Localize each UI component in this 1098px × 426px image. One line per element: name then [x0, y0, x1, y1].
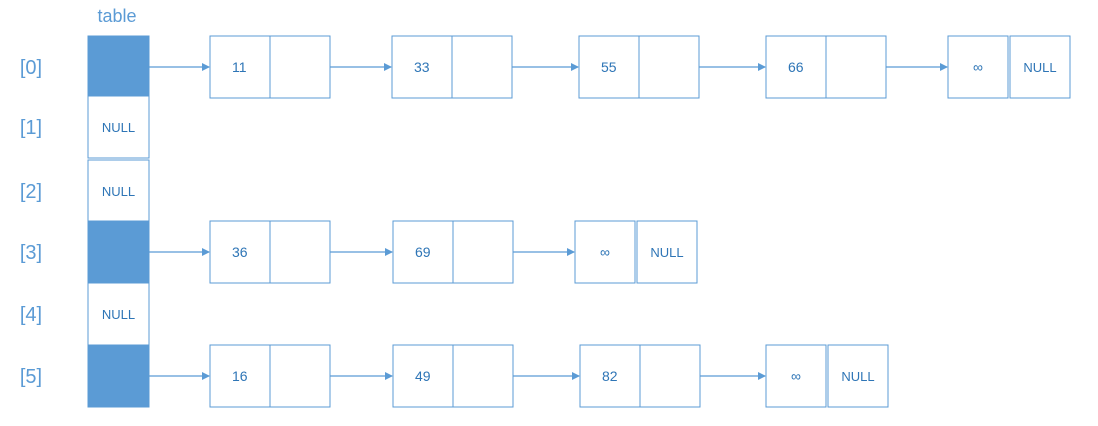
node-value: 66	[788, 59, 804, 75]
node-next-cell	[638, 35, 700, 99]
node-value: ∞	[600, 244, 610, 260]
table-slot-pointer	[87, 35, 150, 99]
node-value: 11	[232, 59, 247, 75]
row-index-label: [4]	[20, 304, 42, 326]
node-next-cell	[639, 344, 701, 408]
node-next-null: NULL	[1023, 60, 1056, 75]
slot-null-label: NULL	[102, 120, 135, 135]
node-value: 49	[415, 368, 431, 384]
row-index-label: [2]	[20, 181, 42, 203]
table-slot-pointer	[87, 220, 150, 284]
node-value-cell	[209, 344, 271, 408]
node-next-cell	[451, 35, 513, 99]
row-4: [4] NULL	[20, 282, 150, 346]
node-value-cell	[209, 220, 271, 284]
table-rows: [0] 11 33 55 66 ∞ NULL [1] NULL [2] NULL [3] 36 69 ∞ NU…	[20, 35, 1071, 408]
node-value: 16	[232, 368, 248, 384]
row-5: [5] 16 49 82 ∞ NULL	[20, 344, 889, 408]
slot-null-label: NULL	[102, 184, 135, 199]
node-value-cell	[391, 35, 453, 99]
slot-null-label: NULL	[102, 307, 135, 322]
row-0: [0] 11 33 55 66 ∞ NULL	[20, 35, 1071, 99]
node-next-cell	[825, 35, 887, 99]
row-1: [1] NULL	[20, 95, 150, 159]
node-next-null: NULL	[841, 369, 874, 384]
row-2: [2] NULL	[20, 159, 150, 223]
row-index-label: [5]	[20, 366, 42, 388]
node-value: 55	[601, 59, 617, 75]
node-next-cell	[1009, 35, 1071, 99]
row-3: [3] 36 69 ∞ NULL	[20, 220, 698, 284]
node-next-cell	[636, 220, 698, 284]
node-value: 36	[232, 244, 248, 260]
node-value: ∞	[791, 368, 801, 384]
node-next-cell	[269, 220, 331, 284]
row-index-label: [3]	[20, 242, 42, 264]
table-slot-null	[87, 95, 150, 159]
node-next-cell	[269, 344, 331, 408]
node-next-null: NULL	[650, 245, 683, 260]
node-value: ∞	[973, 59, 983, 75]
node-next-cell	[827, 344, 889, 408]
node-value-cell	[574, 220, 636, 284]
node-value: 69	[415, 244, 431, 260]
node-next-cell	[452, 344, 514, 408]
node-value-cell	[579, 344, 641, 408]
node-next-cell	[269, 35, 331, 99]
node-value-cell	[765, 344, 827, 408]
node-value-cell	[947, 35, 1009, 99]
table-title: table	[97, 6, 136, 26]
node-value-cell	[578, 35, 640, 99]
node-value: 33	[414, 59, 430, 75]
node-next-cell	[452, 220, 514, 284]
node-value: 82	[602, 368, 618, 384]
node-value-cell	[765, 35, 827, 99]
row-index-label: [1]	[20, 117, 42, 139]
table-slot-pointer	[87, 344, 150, 408]
table-slot-null	[87, 159, 150, 223]
row-index-label: [0]	[20, 57, 42, 79]
node-value-cell	[392, 344, 454, 408]
